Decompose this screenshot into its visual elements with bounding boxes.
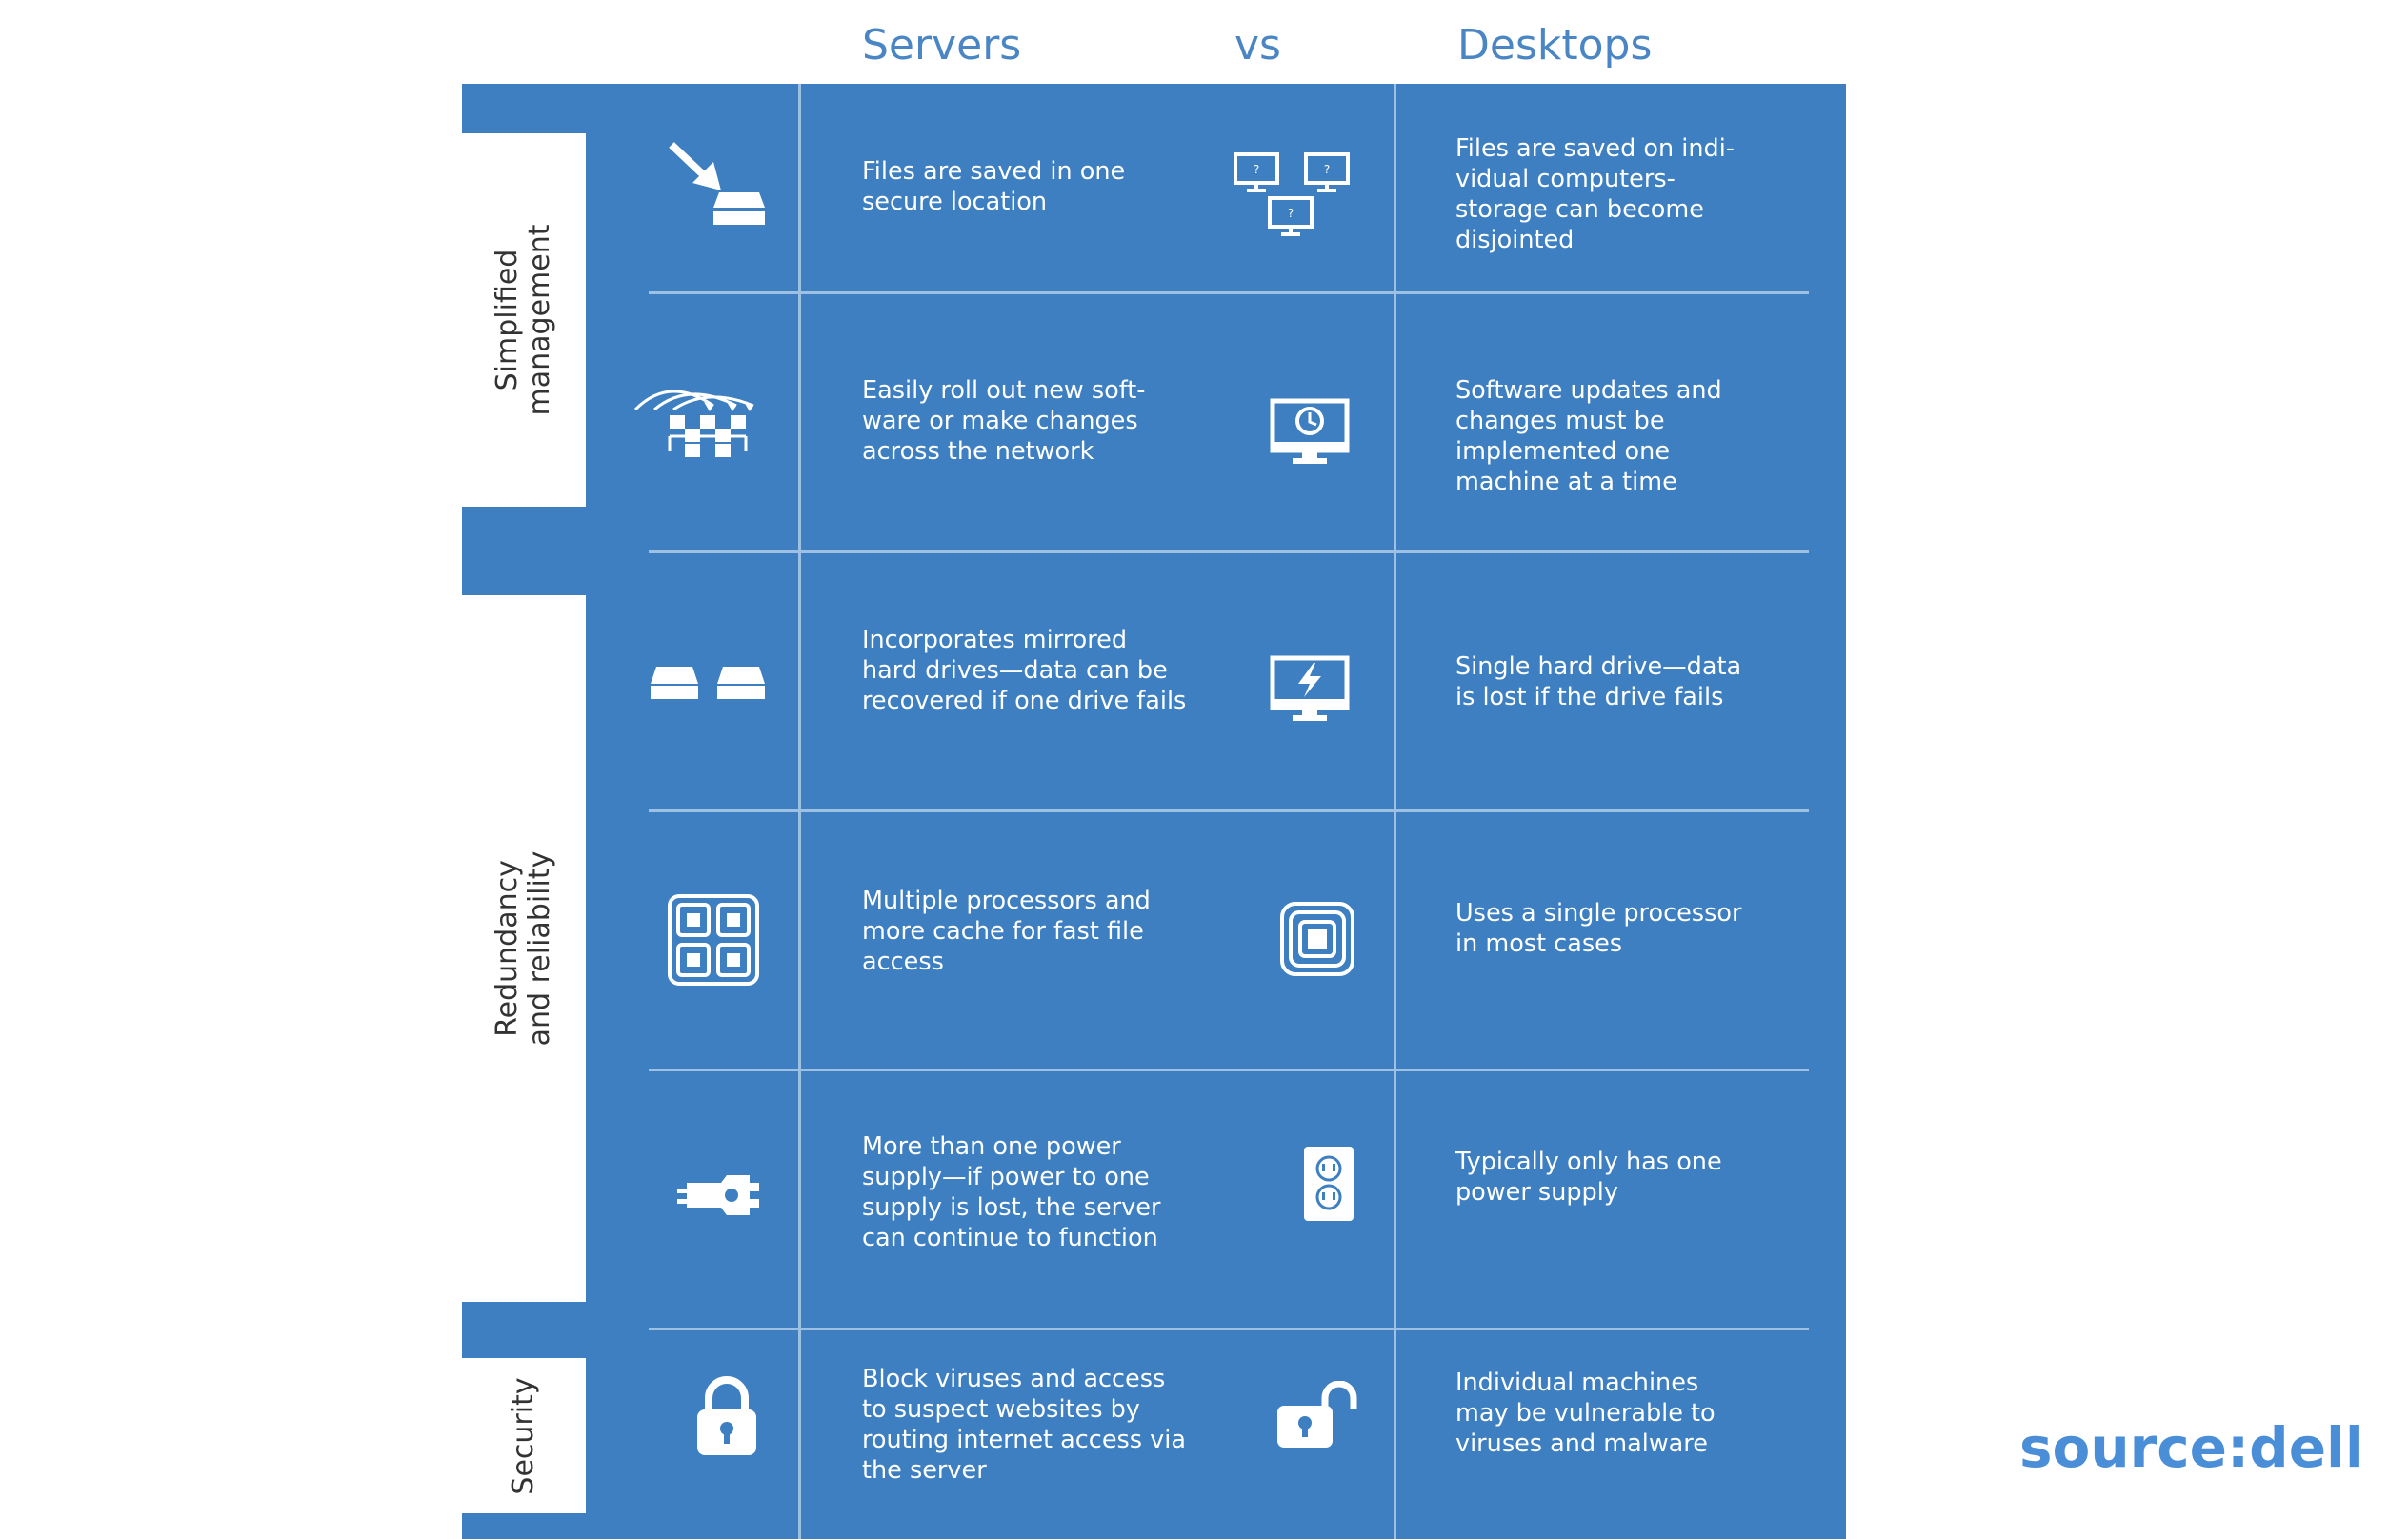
server-text-1: Files are saved in one secure location: [862, 157, 1126, 216]
server-text-3: Incorporates mirrored hard drives—data c…: [862, 626, 1187, 715]
mirrored-drives-icon: [651, 667, 765, 699]
desktop-text-1: Files are saved on indi- vidual computer…: [1455, 134, 1735, 254]
unlocked-padlock-icon: [1277, 1381, 1357, 1448]
server-text-2: Easily roll out new soft- ware or make c…: [862, 376, 1146, 466]
row-divider: [649, 550, 1809, 553]
locked-padlock-icon: [697, 1376, 756, 1455]
monitor-failure-icon: [1270, 655, 1350, 721]
category-redundancy-reliability: Redundancy and reliability: [462, 595, 586, 1302]
row-divider: [649, 809, 1809, 812]
desktop-text-5: Typically only has one power supply: [1455, 1148, 1722, 1207]
network-rollout-icon: [633, 390, 754, 457]
server-text-6: Block viruses and access to suspect webs…: [862, 1365, 1186, 1485]
desktop-text-6: Individual machines may be vulnerable to…: [1455, 1369, 1716, 1458]
multi-processor-icon: [668, 894, 759, 986]
category-label: Redundancy and reliability: [491, 850, 556, 1047]
dual-power-plug-icon: [677, 1175, 759, 1215]
power-outlet-icon: [1304, 1147, 1354, 1221]
single-processor-icon: [1280, 902, 1354, 976]
category-label: Security: [507, 1376, 540, 1495]
header-servers: Servers: [862, 21, 1022, 70]
header-desktops: Desktops: [1457, 21, 1653, 70]
desktop-text-4: Uses a single processor in most cases: [1455, 899, 1742, 958]
desktop-text-3: Single hard drive—data is lost if the dr…: [1455, 652, 1742, 711]
desktop-text-2: Software updates and changes must be imp…: [1455, 376, 1722, 496]
header-vs: vs: [1234, 21, 1281, 70]
row-divider: [649, 1069, 1809, 1071]
category-label: Simplified management: [491, 224, 556, 416]
row-divider: [649, 1328, 1809, 1330]
svg-text:?: ?: [1324, 163, 1330, 176]
svg-text:?: ?: [1288, 207, 1294, 220]
server-text-4: Multiple processors and more cache for f…: [862, 887, 1151, 976]
source-credit: source:dell: [2019, 1415, 2364, 1480]
category-simplified-management: Simplified management: [462, 133, 586, 507]
server-text-5: More than one power supply—if power to o…: [862, 1132, 1161, 1252]
save-to-drive-icon: [669, 142, 765, 225]
category-security: Security: [462, 1358, 586, 1513]
svg-text:?: ?: [1254, 163, 1259, 176]
multiple-monitors-icon: ???: [1234, 152, 1350, 236]
monitor-clock-icon: [1270, 398, 1350, 464]
comparison-panel: Simplified management Redundancy and rel…: [462, 84, 1846, 1539]
row-divider: [649, 291, 1809, 294]
